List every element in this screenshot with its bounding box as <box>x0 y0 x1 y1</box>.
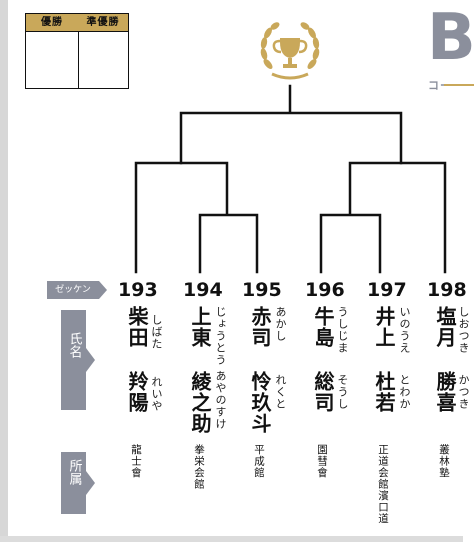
zekken-number: 193 <box>118 279 158 301</box>
player-surname: 牛島 <box>311 306 335 348</box>
court-label: コー <box>428 79 452 92</box>
player-given-name: 羚陽 <box>125 371 149 413</box>
player-surname: 上東 <box>188 306 212 348</box>
player-given-name: 杜若 <box>372 371 396 413</box>
court-underline <box>444 84 474 86</box>
zekken-tag: ゼッケン <box>47 281 107 299</box>
player-surname-kana: あかし <box>274 306 287 342</box>
bracket-left-semi <box>134 161 259 274</box>
player-affiliation: 園彗會 <box>316 444 328 479</box>
player-given-name: 綾之助 <box>188 371 212 434</box>
winner-header: 優勝 <box>26 14 78 32</box>
player-given-kana: れくと <box>274 374 287 410</box>
runner-up-column: 準優勝 <box>78 14 128 88</box>
player-surname-kana: しおつき <box>457 306 470 354</box>
runner-up-header: 準優勝 <box>78 14 128 32</box>
player-affiliation: 平成館 <box>253 444 265 479</box>
zekken-number: 194 <box>183 279 223 301</box>
tournament-bracket <box>134 84 447 274</box>
winner-column: 優勝 <box>26 14 79 88</box>
player-surname-kana: いのうえ <box>398 306 411 354</box>
player-given-kana: かつき <box>457 374 470 410</box>
bottom-frame-border <box>0 536 463 542</box>
player-surname: 柴田 <box>125 306 149 348</box>
left-frame-border <box>0 0 8 542</box>
player-given-name: 勝喜 <box>433 371 457 413</box>
player-given-kana: そうし <box>336 374 349 410</box>
player-given-name: 総司 <box>311 371 335 413</box>
player-surname: 井上 <box>372 306 396 348</box>
result-table: 優勝 準優勝 <box>25 13 129 89</box>
player-affiliation: 叢林塾 <box>438 444 450 479</box>
player-surname-kana: うしじま <box>336 306 349 354</box>
zekken-number: 198 <box>427 279 467 301</box>
zekken-number: 196 <box>305 279 345 301</box>
player-affiliation: 正道会館濱口道 <box>377 444 389 525</box>
player-affiliation: 龍士會 <box>130 444 142 479</box>
player-surname-kana: しばた <box>150 314 163 350</box>
court-letter: B <box>427 1 476 75</box>
player-given-name: 怜玖斗 <box>248 371 272 434</box>
zekken-number: 195 <box>242 279 282 301</box>
player-given-kana: とわか <box>398 374 411 410</box>
player-surname-kana: じょうとう <box>214 306 227 366</box>
trophy-icon <box>260 22 320 80</box>
player-surname: 塩月 <box>433 306 457 348</box>
player-given-kana: あやのすけ <box>214 370 227 430</box>
affiliation-tag-text: 所属 <box>66 459 82 485</box>
bracket-right-semi <box>319 161 447 274</box>
bracket-final-line <box>179 84 403 165</box>
player-given-kana: れいや <box>150 376 163 412</box>
player-affiliation: 拳栄会館 <box>193 444 205 490</box>
name-tag-text: 氏名 <box>66 332 82 358</box>
name-tag: 氏名 <box>61 310 95 410</box>
zekken-number: 197 <box>367 279 407 301</box>
player-surname: 赤司 <box>248 306 272 348</box>
affiliation-tag: 所属 <box>61 452 95 514</box>
